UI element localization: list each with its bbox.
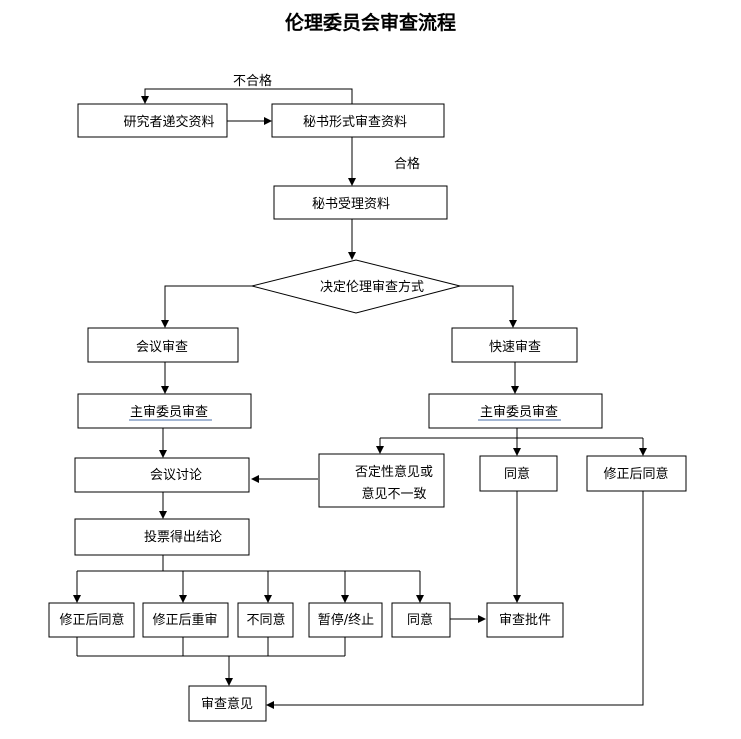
svg-text:审查批件: 审查批件 [499, 613, 551, 628]
svg-text:主审委员审查: 主审委员审查 [480, 405, 558, 420]
svg-text:主审委员审查: 主审委员审查 [130, 405, 208, 420]
svg-text:审查意见: 审查意见 [201, 696, 253, 712]
connectors [73, 88, 647, 709]
node-secretary-formal-review: 秘书形式审查资料 [271, 103, 445, 138]
svg-text:否定性意见或: 否定性意见或 [355, 464, 433, 480]
svg-text:投票得出结论: 投票得出结论 [144, 529, 222, 545]
edge-fail-return [141, 88, 353, 104]
node-suspend-terminate: 暂停/终止 [308, 602, 383, 638]
svg-text:暂停/终止: 暂停/终止 [318, 612, 374, 628]
node-meeting-review: 会议审查 [87, 327, 239, 363]
node-review-approval: 审查批件 [486, 602, 564, 638]
svg-text:快速审查: 快速审查 [489, 340, 541, 355]
svg-text:会议审查: 会议审查 [136, 340, 188, 355]
page-title: 伦理委员会审查流程 [284, 12, 456, 34]
node-disagree: 不同意 [237, 602, 294, 638]
node-decide-method: 决定伦理审查方式 [251, 259, 461, 314]
svg-text:修正后重审: 修正后重审 [152, 612, 217, 628]
node-meeting-discussion: 会议讨论 [74, 457, 250, 493]
node-modify-agree: 修正后同意 [48, 602, 135, 638]
node-agree-right: 同意 [479, 455, 558, 492]
svg-text:同意: 同意 [504, 466, 530, 482]
label-fail: 不合格 [233, 73, 272, 89]
node-primary-reviewer-left: 主审委员审查 [77, 393, 252, 429]
edge-modify-right-opinion [266, 491, 644, 709]
node-modify-agree-right: 修正后同意 [586, 455, 687, 492]
label-pass: 合格 [394, 156, 420, 172]
edge-to-meeting [161, 285, 252, 328]
svg-text:秘书形式审查资料: 秘书形式审查资料 [303, 115, 407, 130]
svg-text:意见不一致: 意见不一致 [361, 486, 426, 502]
svg-text:修正后同意: 修正后同意 [603, 466, 668, 482]
svg-text:会议讨论: 会议讨论 [150, 468, 202, 483]
node-vote-conclusion: 投票得出结论 [74, 518, 250, 556]
svg-text:研究者递交资料: 研究者递交资料 [123, 114, 214, 130]
node-agree-bottom: 同意 [391, 602, 451, 638]
node-negative-opinion: 否定性意见或 意见不一致 [318, 453, 445, 508]
node-researcher-submit: 研究者递交资料 [77, 103, 228, 138]
edge-to-expedited [460, 285, 517, 328]
node-expedited-review: 快速审查 [451, 327, 578, 363]
node-review-opinion: 审查意见 [188, 685, 267, 722]
node-modify-rereview: 修正后重审 [142, 602, 229, 638]
svg-text:同意: 同意 [407, 612, 433, 628]
node-secretary-accept: 秘书受理资料 [273, 185, 448, 220]
svg-text:决定伦理审查方式: 决定伦理审查方式 [320, 279, 424, 295]
svg-text:不同意: 不同意 [246, 612, 285, 628]
svg-text:秘书受理资料: 秘书受理资料 [312, 197, 390, 212]
svg-text:修正后同意: 修正后同意 [59, 612, 124, 628]
node-primary-reviewer-right: 主审委员审查 [428, 393, 603, 429]
